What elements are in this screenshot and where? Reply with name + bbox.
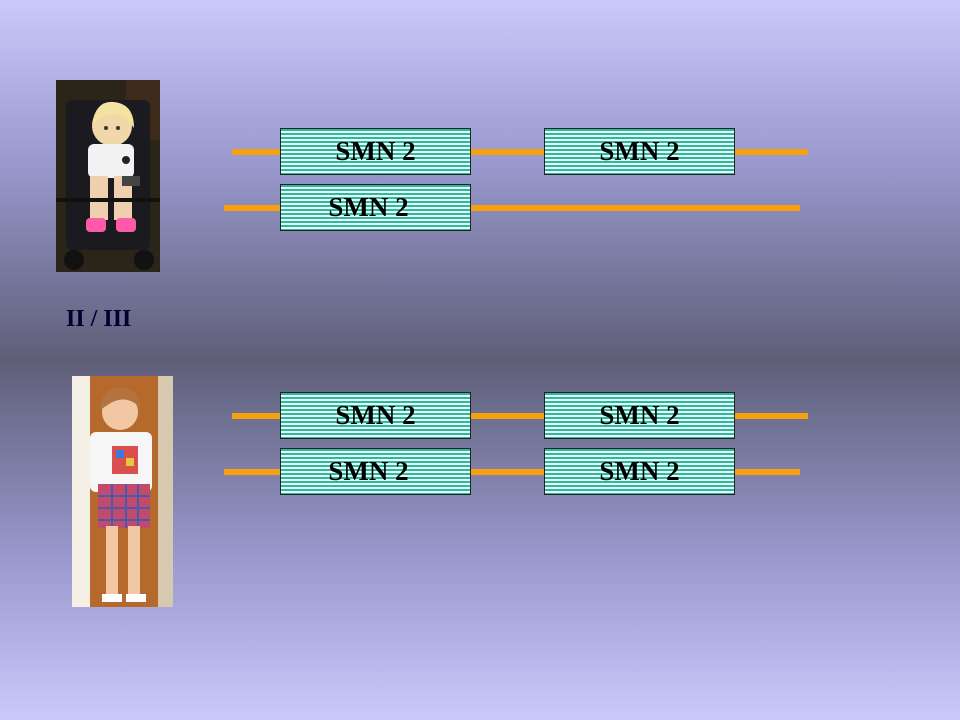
smn2-gene-box: SMN 2 bbox=[280, 392, 471, 439]
standing-child-photo bbox=[72, 376, 173, 607]
smn2-gene-box: SMN 2 bbox=[544, 128, 735, 175]
smn2-gene-box: SMN 2 bbox=[280, 128, 471, 175]
gene-label: SMN 2 bbox=[335, 400, 416, 430]
wheelchair-child-photo bbox=[56, 80, 160, 272]
smn2-gene-box: SMN 2 bbox=[280, 184, 471, 231]
gene-label: SMN 2 bbox=[599, 136, 680, 166]
smn2-gene-box: SMN 2 bbox=[280, 448, 471, 495]
gene-label: SMN 2 bbox=[328, 456, 409, 486]
gene-label: SMN 2 bbox=[328, 192, 409, 222]
smn2-gene-box: SMN 2 bbox=[544, 448, 735, 495]
chromosome-line bbox=[232, 413, 808, 419]
chromosome-line bbox=[224, 205, 800, 211]
gene-label: SMN 2 bbox=[599, 456, 680, 486]
sma-type-label: II / III bbox=[66, 306, 132, 332]
chromosome-line bbox=[224, 469, 800, 475]
gene-label: SMN 2 bbox=[335, 136, 416, 166]
gene-label: SMN 2 bbox=[599, 400, 680, 430]
smn2-gene-box: SMN 2 bbox=[544, 392, 735, 439]
chromosome-line bbox=[232, 149, 808, 155]
